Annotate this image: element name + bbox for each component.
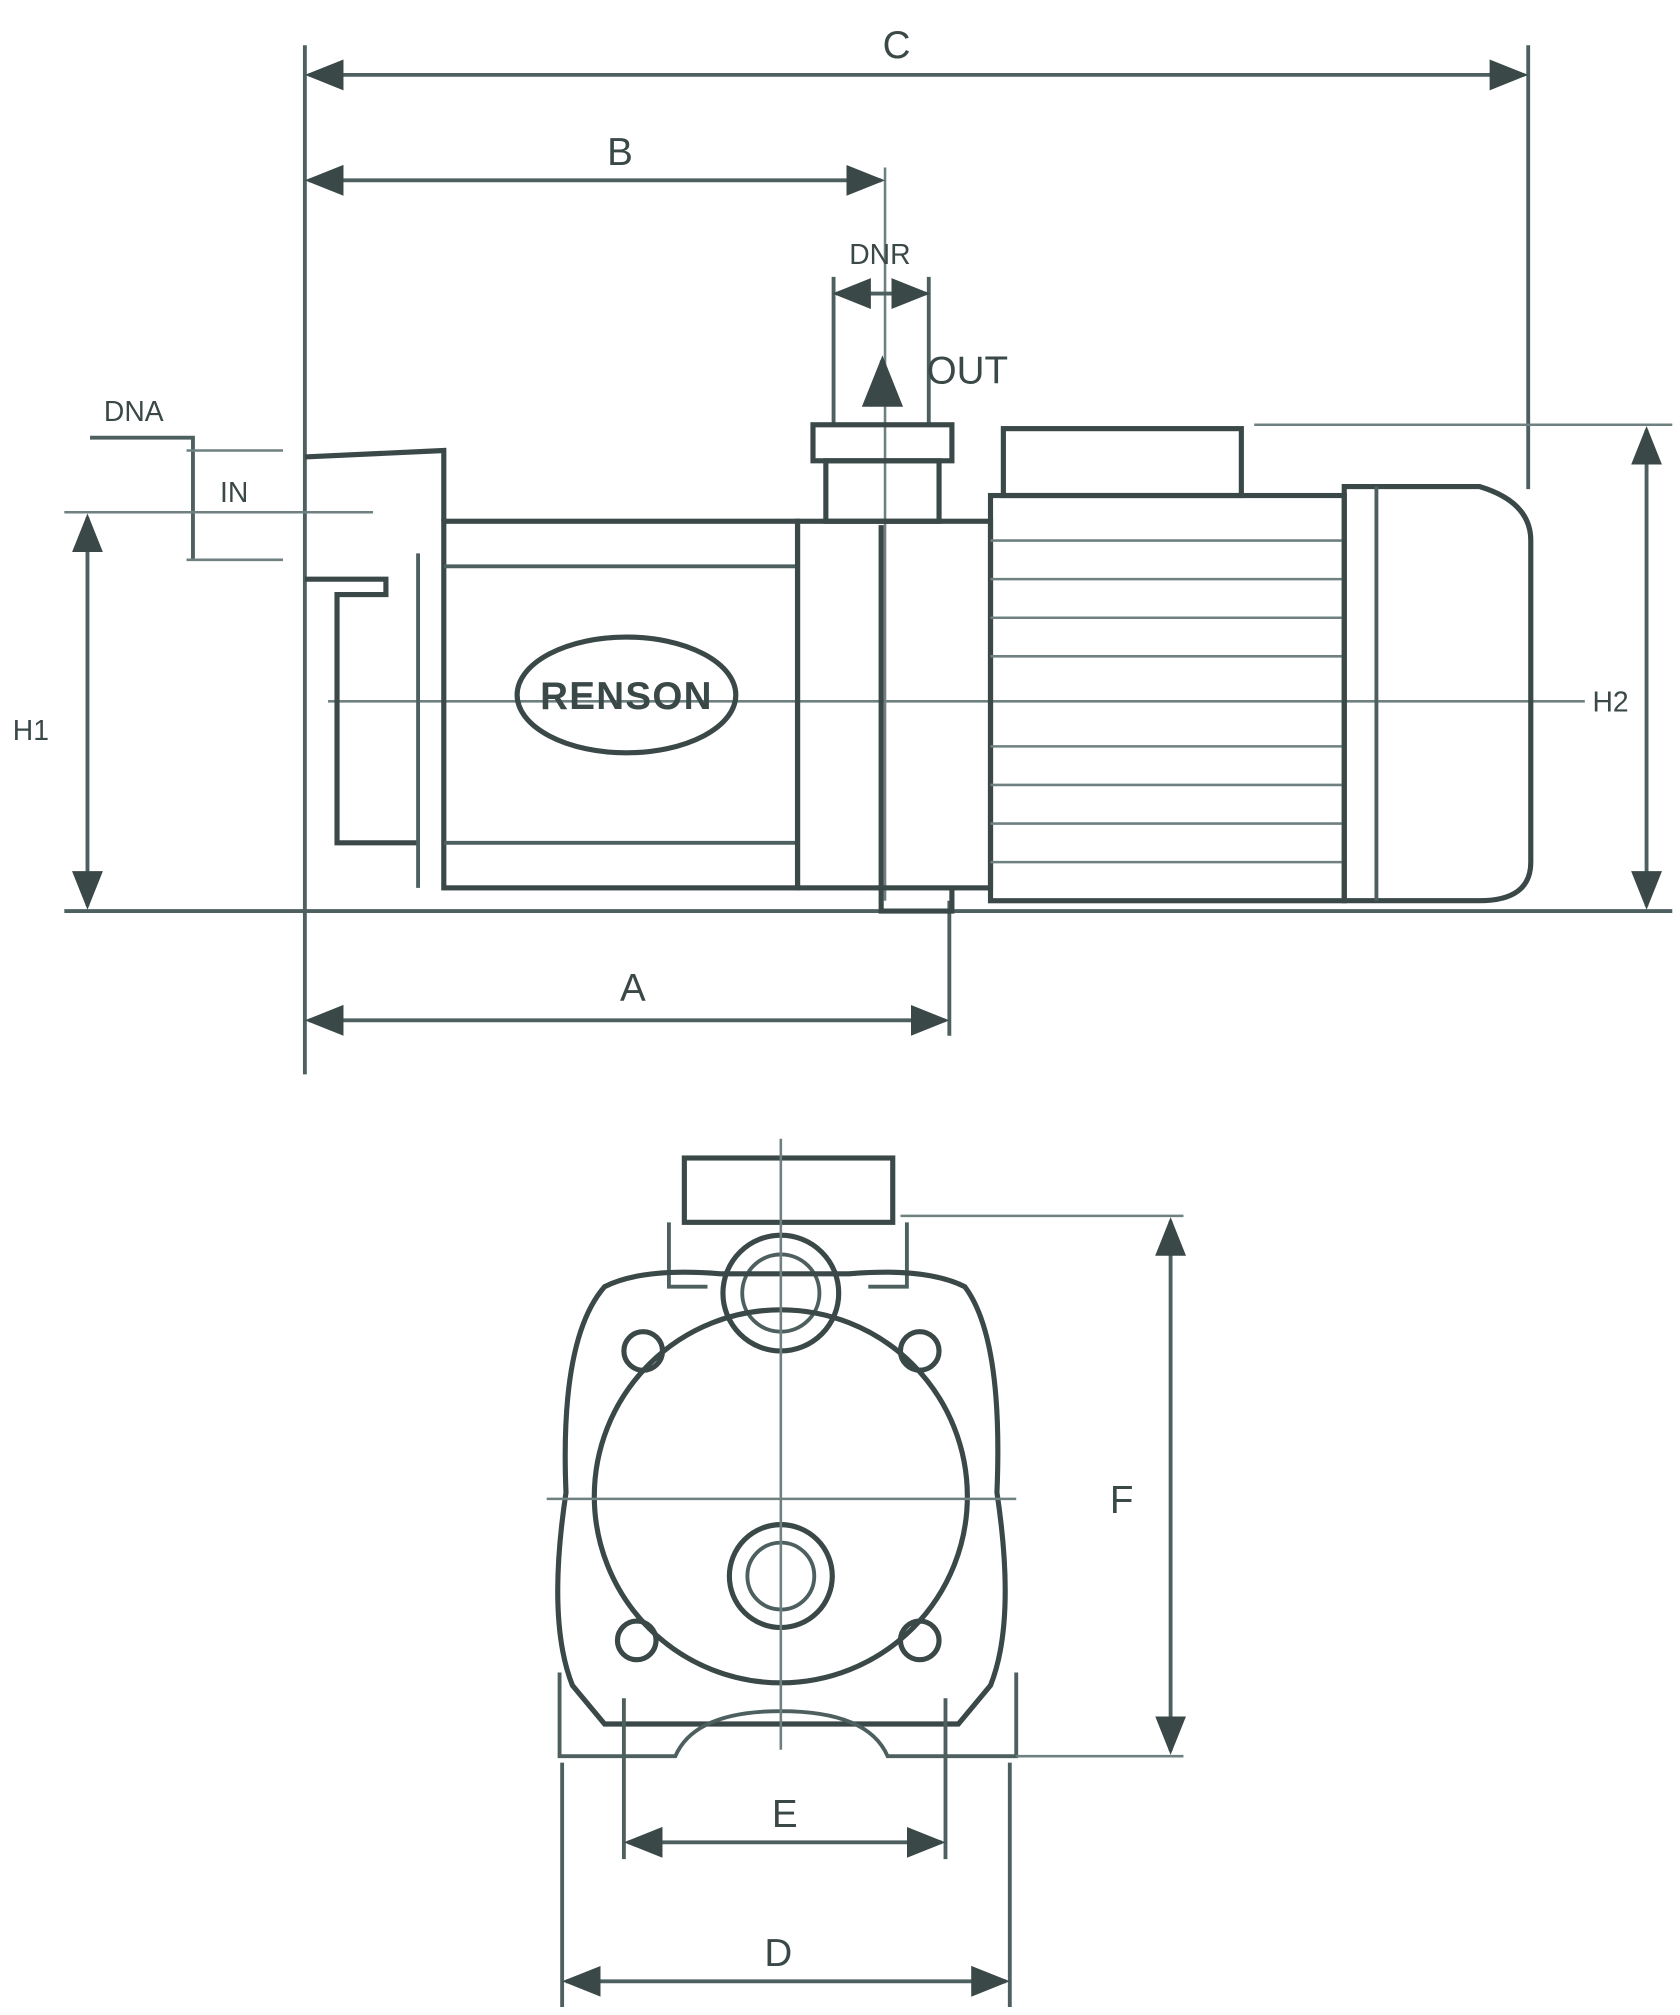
dimension-h1-label: H1	[13, 714, 49, 746]
dimension-a-label: A	[620, 967, 646, 1010]
pump-side-body: RENSON	[304, 422, 1534, 914]
dimension-d: D	[560, 1762, 1012, 2008]
dimension-a: A	[304, 900, 952, 1036]
terminal-box	[1000, 426, 1244, 499]
outlet-top	[681, 1155, 896, 1225]
pump-front-housing	[555, 1269, 1008, 1727]
dimension-b-label: B	[607, 131, 633, 174]
motor-cooling-fins	[990, 539, 1345, 864]
bolt-icon	[614, 1618, 659, 1663]
outlet-port	[810, 422, 955, 464]
bolt-icon	[897, 1618, 942, 1663]
renson-logo	[514, 634, 739, 756]
dimension-e-label: E	[772, 1793, 798, 1836]
dimension-c: C	[304, 24, 1531, 490]
motor-body	[987, 492, 1347, 904]
dimension-dna-label: DNA	[104, 395, 164, 427]
dimension-dnr: DNR	[831, 238, 931, 425]
dimension-dna: DNA IN	[90, 395, 284, 562]
front-view: F E D	[546, 1138, 1187, 2008]
dimension-e: E	[621, 1698, 948, 1860]
motor-adapter	[794, 518, 994, 891]
inlet-label: IN	[220, 476, 248, 508]
dimension-h1: H1	[13, 510, 374, 910]
outlet-label: OUT	[927, 350, 1008, 393]
dimension-dnr-label: DNR	[849, 238, 910, 270]
pump-foot	[878, 525, 955, 914]
mounting-bolts	[614, 1329, 942, 1663]
outlet-flow-indicator: OUT	[861, 350, 1008, 407]
dimension-d-label: D	[764, 1932, 792, 1975]
dimension-f: F	[900, 1214, 1187, 1758]
bolt-icon	[897, 1329, 942, 1373]
dimension-f-label: F	[1110, 1479, 1134, 1522]
dimension-h2: H2	[1254, 423, 1673, 910]
fan-cover	[1341, 483, 1534, 904]
bolt-icon	[621, 1329, 666, 1373]
inlet-flange	[304, 447, 447, 522]
brand-label: RENSON	[540, 675, 713, 718]
dimension-c-label: C	[883, 24, 911, 67]
side-view: C B DNR OUT DNA IN	[13, 24, 1673, 1075]
dimension-h2-label: H2	[1592, 686, 1628, 718]
